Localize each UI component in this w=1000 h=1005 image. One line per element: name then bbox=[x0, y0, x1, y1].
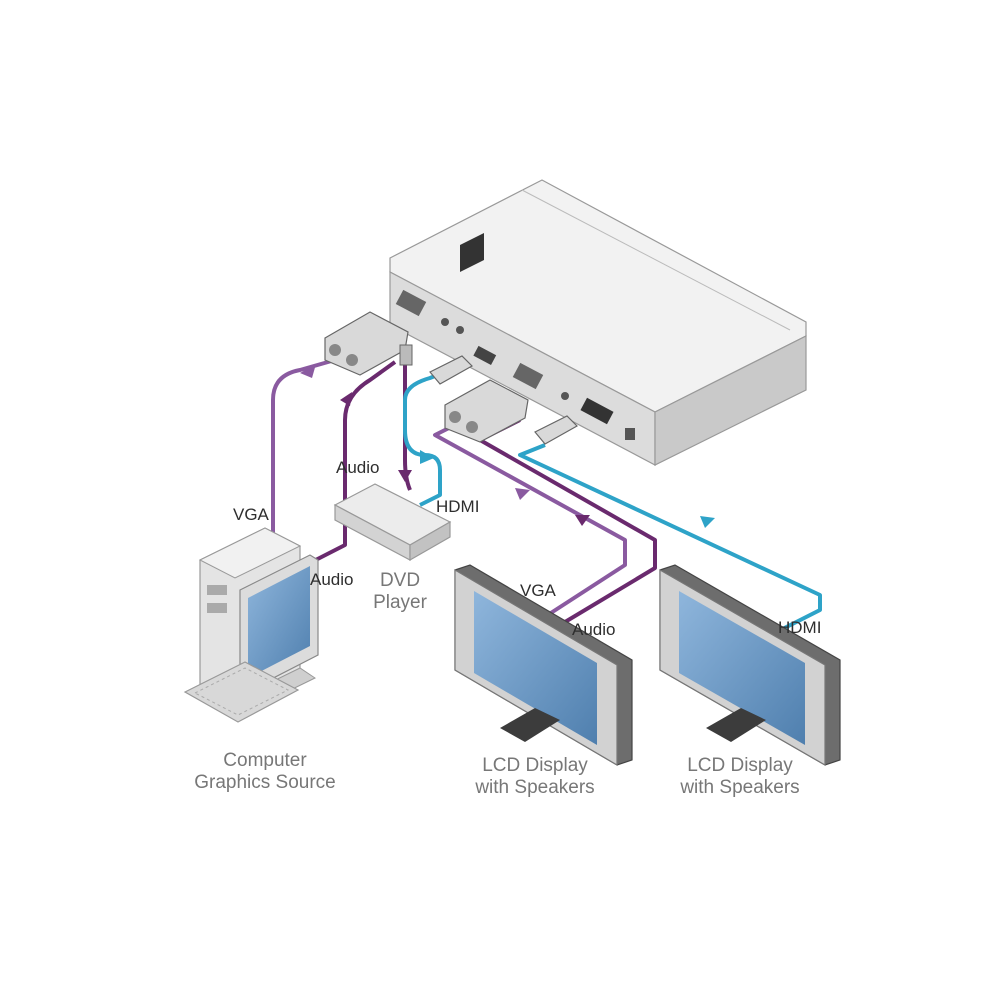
computer-caption-line1: Computer bbox=[223, 750, 307, 771]
lcd-display-icon bbox=[659, 564, 841, 767]
computer-caption: Computer Graphics Source bbox=[175, 750, 355, 794]
lcd1-caption: LCD Display with Speakers bbox=[455, 755, 615, 799]
vga-output-label: VGA bbox=[520, 581, 556, 600]
hdmi-dvd-cable bbox=[403, 368, 451, 507]
dvd-player-icon bbox=[333, 483, 452, 562]
hdmi-output-cable bbox=[518, 443, 822, 650]
vga-output-cable bbox=[433, 423, 627, 622]
vga-input-label: VGA bbox=[233, 505, 269, 524]
hdmi-output-label: HDMI bbox=[778, 618, 822, 637]
av-switcher-icon bbox=[389, 179, 807, 466]
dvd-caption-line1: DVD bbox=[379, 570, 421, 591]
hdmi-dvd-label: HDMI bbox=[436, 497, 480, 516]
lcd2-caption-line2: with Speakers bbox=[680, 777, 800, 798]
audio-connector-dvd bbox=[399, 344, 413, 366]
lcd-display-icon bbox=[454, 564, 633, 767]
hdmi-connector-dvd bbox=[429, 355, 473, 385]
lcd2-caption-line1: LCD Display bbox=[687, 755, 793, 776]
audio-dvd-label: Audio bbox=[336, 458, 380, 477]
audio-input-label: Audio bbox=[310, 570, 354, 589]
lcd1-caption-line1: LCD Display bbox=[482, 755, 588, 776]
vga-connector-in bbox=[324, 311, 409, 376]
vga-input-cable bbox=[271, 358, 336, 545]
computer-icon bbox=[183, 527, 319, 723]
audio-dvd-cable bbox=[398, 350, 412, 491]
audio-input-cable bbox=[299, 360, 397, 570]
dvd-player-caption: DVD Player bbox=[360, 570, 440, 614]
lcd1-caption-line2: with Speakers bbox=[475, 777, 595, 798]
computer-caption-line2: Graphics Source bbox=[194, 772, 336, 793]
audio-output-label: Audio bbox=[572, 620, 616, 639]
vga-connector-out bbox=[444, 379, 529, 443]
hdmi-connector-out bbox=[534, 415, 578, 445]
dvd-caption-line2: Player bbox=[373, 592, 427, 613]
lcd2-caption: LCD Display with Speakers bbox=[660, 755, 820, 799]
